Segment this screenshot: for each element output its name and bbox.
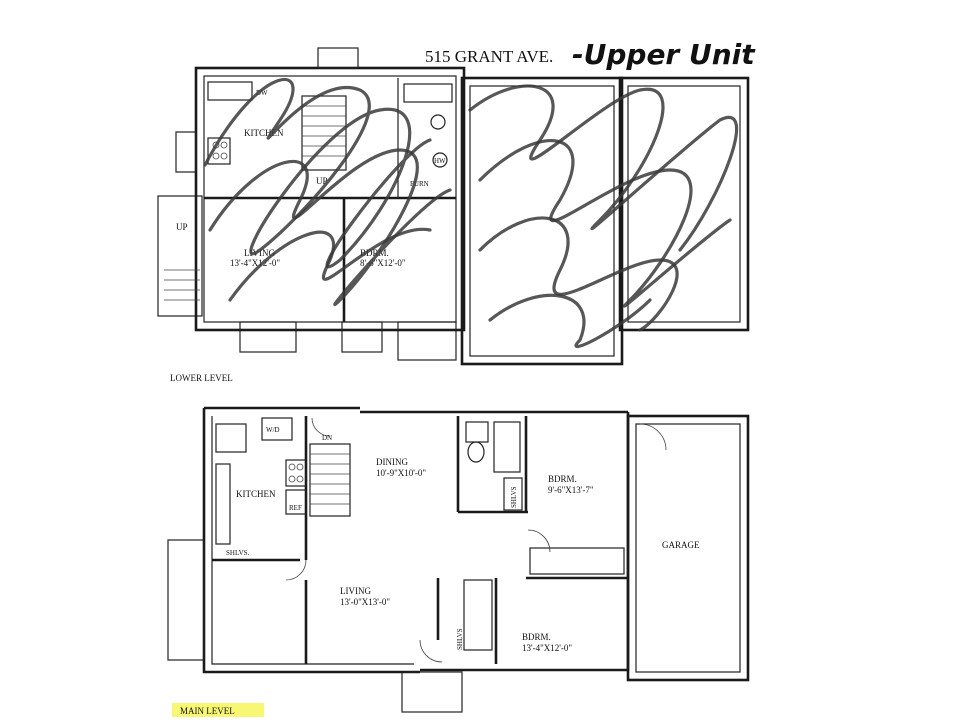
address-title: 515 GRANT AVE. bbox=[425, 47, 553, 66]
bdrm1-label: BDRM. bbox=[548, 474, 577, 484]
wd-label: W/D bbox=[266, 426, 280, 434]
bdrm2-label: BDRM. bbox=[522, 632, 551, 642]
lower-entry-up-label: UP bbox=[176, 222, 188, 232]
lower-bdrm-label: BDRM. bbox=[360, 248, 389, 258]
ref-label: REF bbox=[289, 504, 302, 512]
bath-shelves-label: SHLVS bbox=[510, 486, 518, 508]
bathtub bbox=[493, 421, 521, 473]
scribble-cross-out bbox=[203, 77, 739, 348]
lower-dw-label: DW bbox=[256, 89, 268, 97]
main-level-plan: KITCHEN DINING 10'-9"X10'-0" LIVING 13'-… bbox=[167, 406, 750, 717]
main-living-label: LIVING bbox=[340, 586, 371, 596]
lower-living-dim: 13'-4"X12'-0" bbox=[230, 258, 280, 268]
dining-label: DINING bbox=[376, 457, 408, 467]
lower-addition-left bbox=[460, 76, 624, 366]
main-outer-wall bbox=[202, 406, 630, 674]
lower-kitchen-label: KITCHEN bbox=[244, 128, 284, 138]
lower-bdrm-dim: 8'-6"X12'-0" bbox=[360, 258, 406, 268]
lower-furn-label: FURN bbox=[410, 180, 429, 188]
lower-hw-label: HW bbox=[434, 157, 446, 165]
garage-wall bbox=[626, 414, 750, 682]
kitchen-shelves-label: SHLVS. bbox=[226, 549, 250, 557]
main-living-dim: 13'-0"X13'-0" bbox=[340, 597, 390, 607]
lower-stair bbox=[301, 95, 347, 171]
dn-label: DN bbox=[322, 434, 332, 442]
caption-highlight bbox=[172, 703, 264, 717]
bdrm1-dim: 9'-6"X13'-7" bbox=[548, 485, 594, 495]
bdrm2-dim: 13'-4"X12'-0" bbox=[522, 643, 572, 653]
lower-up-label: UP bbox=[316, 176, 328, 186]
main-stair bbox=[309, 443, 351, 517]
lower-level-caption: LOWER LEVEL bbox=[170, 373, 233, 383]
main-kitchen-label: KITCHEN bbox=[236, 489, 276, 499]
lower-level-plan: KITCHEN LIVING 13'-4"X12'-0" BDRM. 8'-6"… bbox=[157, 47, 750, 383]
dining-dim: 10'-9"X10'-0" bbox=[376, 468, 426, 478]
lower-entry-stair bbox=[157, 195, 203, 317]
hall-shelves-label: SHLVS bbox=[456, 628, 464, 650]
lower-living-label: LIVING bbox=[244, 248, 275, 258]
main-level-caption: MAIN LEVEL bbox=[180, 706, 235, 716]
garage-label: GARAGE bbox=[662, 540, 700, 550]
handwritten-note: -Upper Unit bbox=[572, 38, 756, 71]
